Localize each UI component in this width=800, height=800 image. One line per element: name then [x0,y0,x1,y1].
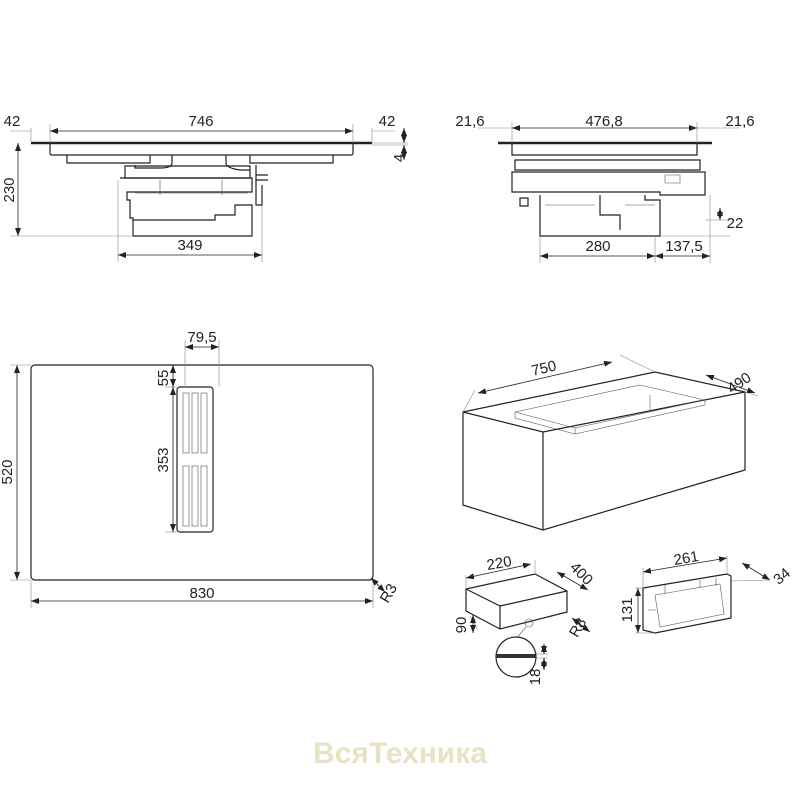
label-230: 230 [1,177,18,202]
label-42-right: 42 [379,113,396,130]
label-r8: R8 [566,615,590,640]
label-22: 22 [727,215,744,232]
side-view: 476,8 21,6 21,6 22 280 137,5 [455,113,755,263]
label-220: 220 [485,553,513,574]
label-349: 349 [177,237,202,254]
front-view: 746 42 42 4 230 349 [1,113,408,262]
label-42-left: 42 [4,113,21,130]
watermark: ВсяТехника [313,737,487,770]
duct-view: 220 400 90 R8 18 [453,553,596,685]
label-750: 750 [530,358,558,380]
hob-outline [30,364,374,581]
label-131: 131 [619,597,636,622]
vent-outline [176,386,214,533]
label-400: 400 [566,559,596,589]
label-55: 55 [155,370,172,387]
label-21-6-left: 21,6 [455,113,484,130]
label-90: 90 [453,617,470,634]
label-21-6-right: 21,6 [725,113,754,130]
label-79-5: 79,5 [187,329,216,346]
connector [255,165,268,206]
label-520: 520 [0,459,16,484]
top-view: 79,5 55 353 520 830 R3 [0,329,401,608]
label-34: 34 [770,565,794,589]
label-137-5: 137,5 [665,238,703,255]
label-280: 280 [585,238,610,255]
label-r3: R3 [377,581,401,606]
label-353: 353 [155,447,172,472]
label-830: 830 [189,585,214,602]
label-746: 746 [188,113,213,130]
label-18: 18 [527,669,544,686]
hob-frame [49,144,354,156]
cutout-view: 750 490 [462,354,759,531]
label-261: 261 [672,548,700,569]
grille-view: 261 131 34 [619,548,794,634]
label-476-8: 476,8 [585,113,623,130]
label-4: 4 [391,154,408,162]
